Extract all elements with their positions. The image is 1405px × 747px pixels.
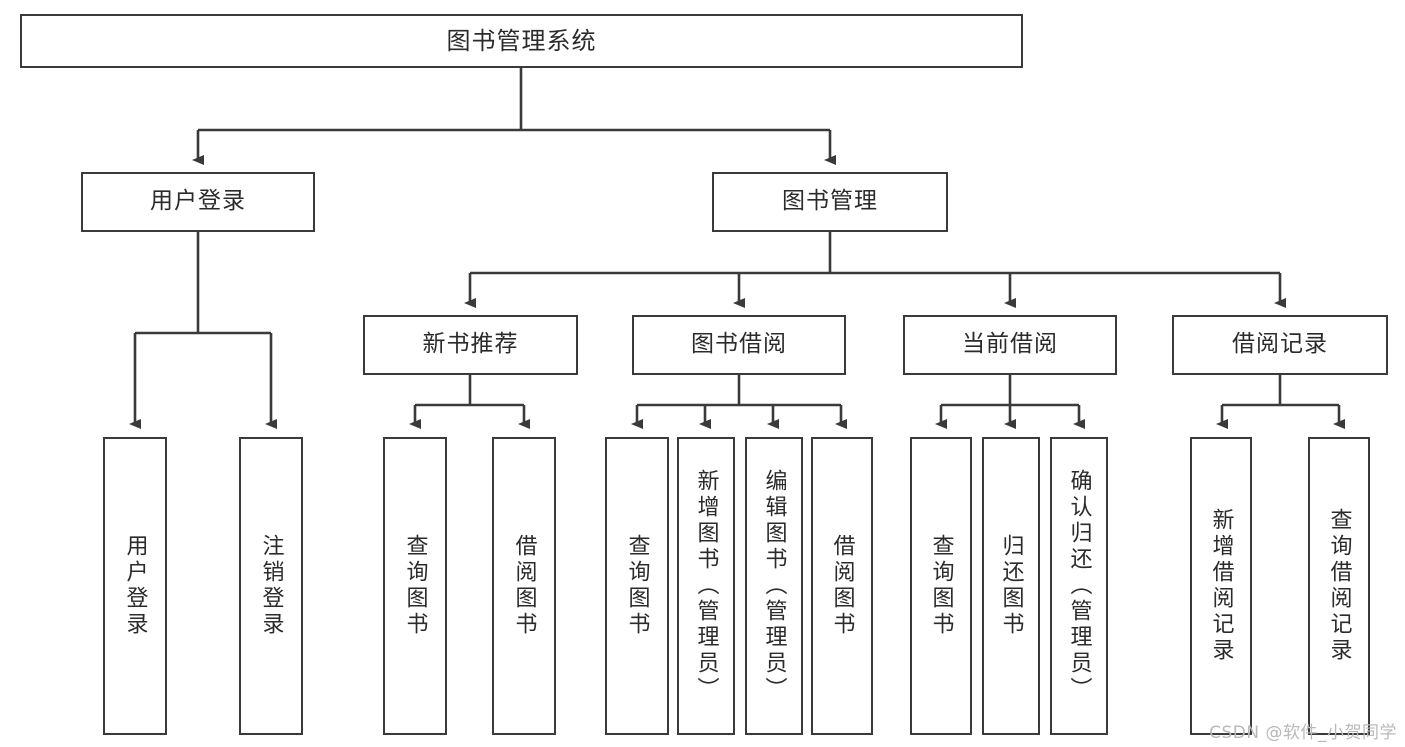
- node-root-book-management-system[interactable]: 图书管理系统: [20, 14, 1023, 68]
- node-label: 借阅图书: [511, 534, 537, 638]
- leaf-query-borrow-record[interactable]: 查询借阅记录: [1308, 437, 1370, 735]
- node-current-borrow[interactable]: 当前借阅: [903, 315, 1117, 375]
- leaf-confirm-return-admin[interactable]: 确认归还（管理员）: [1050, 437, 1108, 735]
- node-label: 查询借阅记录: [1326, 508, 1352, 664]
- leaf-query-book-current[interactable]: 查询图书: [910, 437, 972, 735]
- node-label: 编辑图书（管理员）: [761, 469, 787, 703]
- node-label: 借阅图书: [829, 534, 855, 638]
- node-label: 查询图书: [402, 534, 428, 638]
- node-new-book-recommend[interactable]: 新书推荐: [363, 315, 578, 375]
- leaf-edit-book-admin[interactable]: 编辑图书（管理员）: [745, 437, 803, 735]
- leaf-query-book-borrow[interactable]: 查询图书: [605, 437, 669, 735]
- node-label: 新书推荐: [422, 331, 519, 358]
- node-label: 借阅记录: [1232, 331, 1328, 358]
- leaf-user-login[interactable]: 用户登录: [103, 437, 167, 735]
- node-book-management[interactable]: 图书管理: [712, 172, 948, 232]
- node-book-borrow[interactable]: 图书借阅: [632, 315, 846, 375]
- node-label: 用户登录: [122, 534, 148, 638]
- node-label: 图书管理: [782, 188, 878, 215]
- node-borrow-record[interactable]: 借阅记录: [1172, 315, 1388, 375]
- watermark: CSDN @软件_小贺同学: [1209, 723, 1397, 743]
- leaf-add-borrow-record[interactable]: 新增借阅记录: [1190, 437, 1252, 735]
- node-label: 查询图书: [624, 534, 650, 638]
- leaf-query-book-recommend[interactable]: 查询图书: [383, 437, 447, 735]
- node-label: 注销登录: [258, 534, 284, 638]
- node-label: 确认归还（管理员）: [1066, 469, 1092, 703]
- node-label: 图书借阅: [691, 331, 787, 358]
- node-label: 用户登录: [150, 188, 246, 215]
- node-label: 当前借阅: [962, 331, 1058, 358]
- node-label: 新增借阅记录: [1208, 508, 1234, 664]
- leaf-logout[interactable]: 注销登录: [239, 437, 303, 735]
- node-label: 图书管理系统: [446, 26, 597, 55]
- node-label: 查询图书: [928, 534, 954, 638]
- node-user-login[interactable]: 用户登录: [81, 172, 315, 232]
- node-label: 归还图书: [998, 534, 1024, 638]
- node-label: 新增图书（管理员）: [693, 469, 719, 703]
- leaf-borrow-book-recommend[interactable]: 借阅图书: [492, 437, 556, 735]
- leaf-add-book-admin[interactable]: 新增图书（管理员）: [677, 437, 735, 735]
- leaf-borrow-book[interactable]: 借阅图书: [811, 437, 873, 735]
- leaf-return-book[interactable]: 归还图书: [982, 437, 1040, 735]
